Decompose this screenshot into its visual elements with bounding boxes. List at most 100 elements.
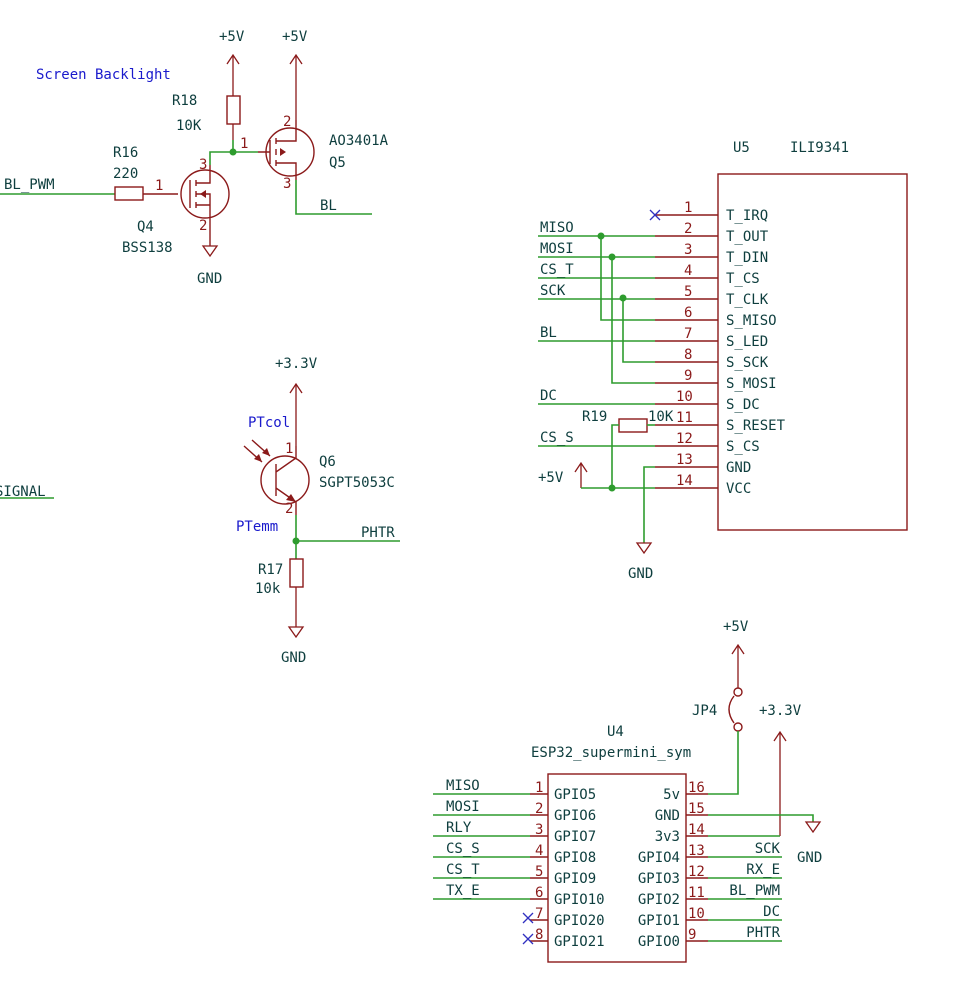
- r16-value: 220: [113, 166, 138, 182]
- wire-sck-ssck: [622, 298, 655, 363]
- u5-pin-name: S_RESET: [726, 418, 786, 434]
- q6-value: SGPT5053C: [319, 475, 395, 491]
- u5-net-label: BL: [540, 325, 557, 341]
- q4-pin2: 2: [199, 218, 207, 234]
- transistor-q5: 1 2 3 AO3401A Q5: [240, 114, 389, 192]
- u5-net-label: SCK: [540, 283, 566, 299]
- resistor-r16: R16 220 1: [113, 145, 178, 201]
- backlight-section: Screen Backlight +5V +5V R18 10K BL_PWM …: [0, 29, 389, 287]
- u4-left-pin-name: GPIO9: [554, 871, 596, 887]
- power-5v-symbol-u5: +5V: [538, 461, 588, 488]
- u5-pin-name: GND: [726, 460, 751, 476]
- u4-right-pin-number: 15: [688, 801, 705, 817]
- u4-right-pin-number: 10: [688, 906, 705, 922]
- resistor-r17: R17 10k: [255, 558, 304, 627]
- u4-left-pin-name: GPIO10: [554, 892, 605, 908]
- jp4-ref: JP4: [692, 703, 717, 719]
- u5-pin-number: 2: [684, 221, 692, 237]
- q6-pin2: 2: [285, 501, 293, 517]
- gnd-symbol-u5: GND: [628, 542, 653, 582]
- q4-value: BSS138: [122, 240, 173, 256]
- u5-net-label: CS_S: [540, 430, 574, 446]
- u5-net-label: DC: [540, 388, 557, 404]
- u4-right-net-label: SCK: [755, 841, 781, 857]
- u4-5v-label: +5V: [723, 619, 749, 635]
- q5-pin1: 1: [240, 136, 248, 152]
- u4-right-pins: 165v15GND143v313GPIO4SCK12GPIO3RX_E11GPI…: [638, 780, 782, 950]
- u5-pin-number: 12: [676, 431, 693, 447]
- u4-right-pin-name: GPIO3: [638, 871, 680, 887]
- u4-left-pin-name: GPIO5: [554, 787, 596, 803]
- u4-right-net-label: BL_PWM: [729, 883, 780, 899]
- q6-pin1: 1: [285, 441, 293, 457]
- u4-left-pin-number: 4: [535, 843, 543, 859]
- junction-phtr: [292, 537, 300, 545]
- u5-pin-number: 13: [676, 452, 693, 468]
- net-label-phtr: PHTR: [361, 525, 395, 541]
- u4-left-pin-name: GPIO7: [554, 829, 596, 845]
- u4-left-pin-number: 3: [535, 822, 543, 838]
- phototransistor-q6: 1 2 Q6 SGPT5053C: [243, 439, 395, 517]
- u4-right-pin-number: 13: [688, 843, 705, 859]
- q5-value: Q5: [329, 155, 346, 171]
- u5-net-label: MISO: [540, 220, 574, 236]
- ptcol-label: PTcol: [248, 415, 290, 431]
- junction-sck: [619, 294, 627, 302]
- u4-left-net-label: CS_T: [446, 862, 480, 878]
- wire-u5-gnd: [643, 466, 655, 543]
- u5-pin-number: 8: [684, 347, 692, 363]
- jumper-jp4: JP4: [692, 687, 743, 732]
- u4-left-pin-name: GPIO8: [554, 850, 596, 866]
- u4-left-net-label: CS_S: [446, 841, 480, 857]
- r18-ref: R18: [172, 93, 197, 109]
- u5-pin-name: T_IRQ: [726, 208, 768, 224]
- q5-pin2: 2: [283, 114, 291, 130]
- q5-pin3: 3: [283, 176, 291, 192]
- power-5v-symbol-b: +5V: [282, 29, 308, 120]
- u4-right-pin-number: 16: [688, 780, 705, 796]
- u4-body: [547, 773, 687, 963]
- u4-right-pin-name: 3v3: [655, 829, 680, 845]
- u4-right-pin-number: 9: [688, 927, 696, 943]
- junction-q5-gate: [229, 148, 237, 156]
- wire-miso-smiso: [600, 236, 655, 321]
- u4-right-pin-name: GND: [655, 808, 680, 824]
- u5-pin-name: S_LED: [726, 334, 768, 350]
- junction-vcc: [608, 484, 616, 492]
- u4-left-pin-number: 1: [535, 780, 543, 796]
- net-label-bl: BL: [320, 198, 337, 214]
- u4-right-pin-number: 14: [688, 822, 705, 838]
- u5-pin-name: S_MOSI: [726, 376, 777, 392]
- junction-mosi: [608, 253, 616, 261]
- r19-ref: R19: [582, 409, 607, 425]
- u4-left-net-label: RLY: [446, 820, 472, 836]
- u5-pin-name: T_CS: [726, 271, 760, 287]
- r17-ref: R17: [258, 562, 283, 578]
- r16-pin-number: 1: [155, 178, 163, 194]
- u4-left-net-label: MOSI: [446, 799, 480, 815]
- u4-right-net-label: DC: [763, 904, 780, 920]
- u4-left-pin-number: 6: [535, 885, 543, 901]
- u4-ref: U4: [607, 724, 624, 740]
- net-label-signal: SIGNAL: [0, 484, 46, 500]
- u5-pin-number: 1: [684, 200, 692, 216]
- backlight-title: Screen Backlight: [36, 67, 171, 83]
- u4-left-pin-name: GPIO21: [554, 934, 605, 950]
- gnd-label-u4: GND: [797, 850, 822, 866]
- u5-pin-name: T_CLK: [726, 292, 769, 308]
- r17-value: 10k: [255, 581, 281, 597]
- resistor-r18: R18 10K: [172, 93, 241, 140]
- r19-value: 10K: [648, 409, 674, 425]
- u5-pin-name: VCC: [726, 481, 751, 497]
- gnd-label-q4: GND: [197, 271, 222, 287]
- u4-3v3-label: +3.3V: [759, 703, 802, 719]
- no-connect-marker-u4-pin7: [522, 912, 534, 924]
- power-5v-symbol-u4: +5V: [723, 619, 749, 688]
- q4-pin3: 3: [199, 157, 207, 173]
- q5-ref: AO3401A: [329, 133, 389, 149]
- u4-right-pin-number: 11: [688, 885, 705, 901]
- u5-pin-number: 11: [676, 410, 693, 426]
